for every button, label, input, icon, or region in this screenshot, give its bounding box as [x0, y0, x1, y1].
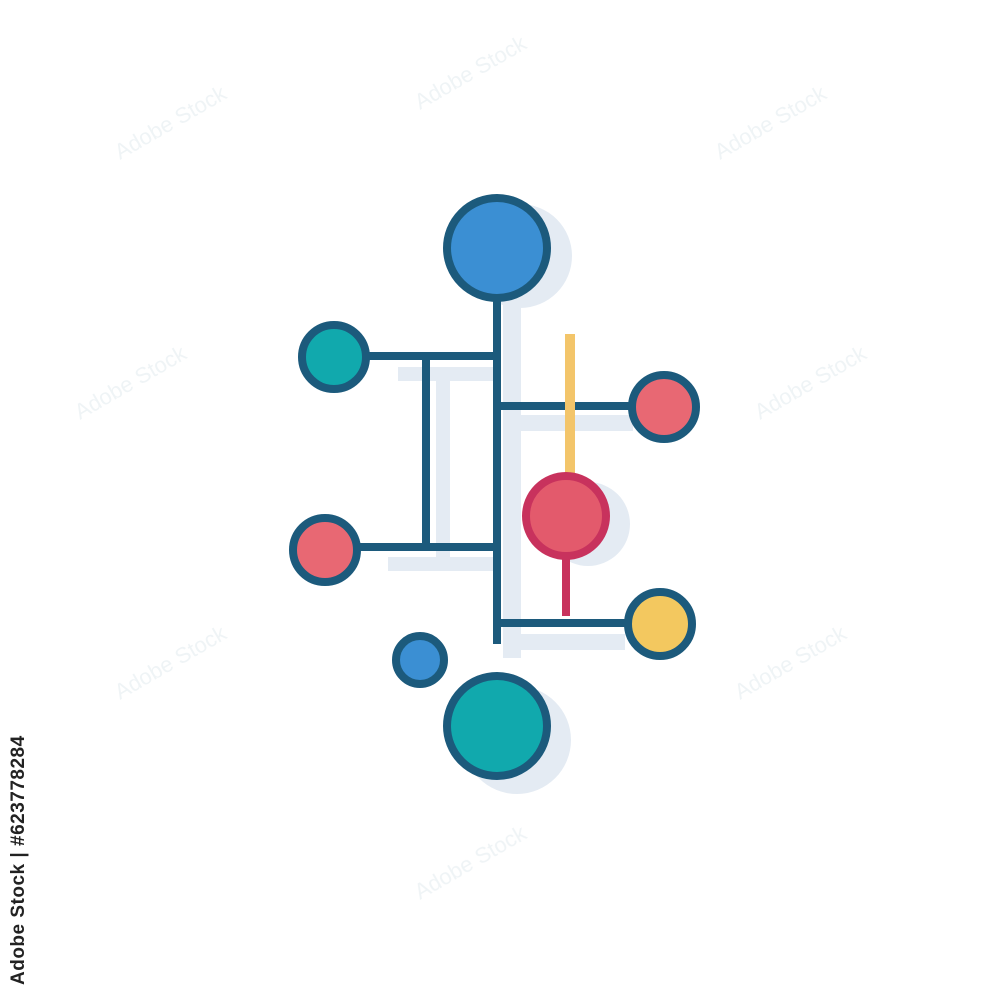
- node-yellow: [624, 588, 696, 660]
- watermark-text: Adobe Stock: [410, 820, 531, 905]
- watermark-text: Adobe Stock: [750, 340, 871, 425]
- watermark-text: Adobe Stock: [410, 30, 531, 115]
- stock-id-label: Adobe Stock | #623778284: [8, 735, 29, 985]
- node-teal: [298, 321, 370, 393]
- node-coral-left: [289, 514, 361, 586]
- branch-shadow: [388, 557, 494, 571]
- watermark-text: Adobe Stock: [730, 620, 851, 705]
- node-coral-right: [628, 371, 700, 443]
- node-blue-large: [443, 194, 551, 302]
- node-blue-small: [392, 632, 448, 688]
- trunk-shadow: [503, 302, 521, 658]
- watermark-text: Adobe Stock: [110, 620, 231, 705]
- node-teal-large: [443, 672, 551, 780]
- branch-shadow: [503, 634, 625, 650]
- watermark-text: Adobe Stock: [710, 80, 831, 165]
- nodes: [289, 194, 700, 780]
- watermark-text: Adobe Stock: [110, 80, 231, 165]
- branch-shadow: [436, 367, 450, 563]
- connector-lines: [356, 298, 632, 644]
- watermark-text: Adobe Stock: [70, 340, 191, 425]
- node-red: [522, 472, 610, 560]
